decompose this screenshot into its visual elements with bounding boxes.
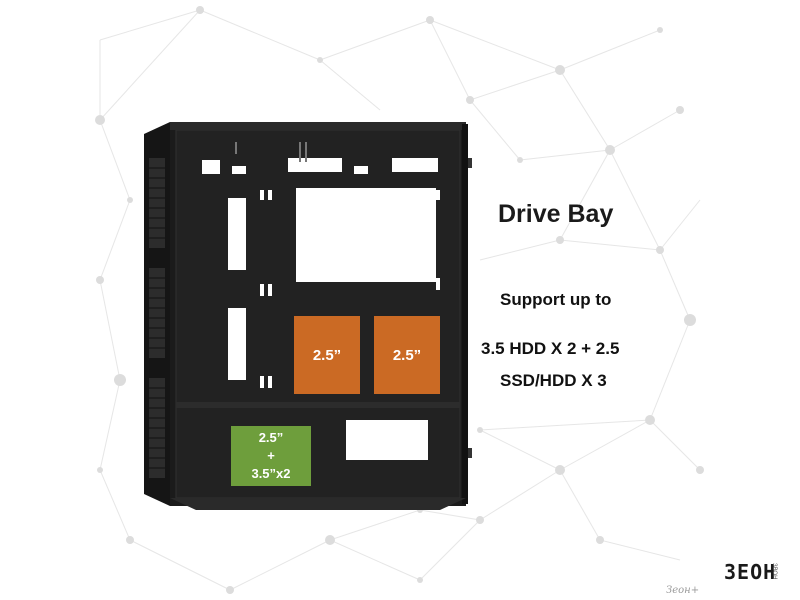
feature-title: Drive Bay	[498, 200, 614, 228]
spec-line-2: SSD/HDD X 3	[500, 371, 607, 390]
brand-logo-side-text: ЗВОН	[771, 563, 777, 580]
watermark: Зеон+	[666, 585, 700, 596]
pc-case-side-view	[144, 122, 472, 510]
bay-label-line-3: 3.5”x2	[251, 466, 291, 481]
bottom-drive-cage: 2.5” + 3.5”x2	[231, 426, 311, 486]
hdd-bracket-right: 2.5”	[374, 316, 440, 394]
bay-label-line-1: 2.5”	[258, 430, 284, 445]
hdd-bracket-left: 2.5”	[294, 316, 360, 394]
support-text: Support up to	[500, 290, 612, 309]
bay-label: 2.5”	[312, 346, 342, 364]
bay-label-line-2: +	[267, 448, 275, 463]
spec-line-1: 3.5 HDD X 2 + 2.5	[481, 339, 620, 358]
bay-label: 2.5”	[392, 346, 422, 364]
brand-logo: ЗЕOН	[724, 560, 777, 584]
